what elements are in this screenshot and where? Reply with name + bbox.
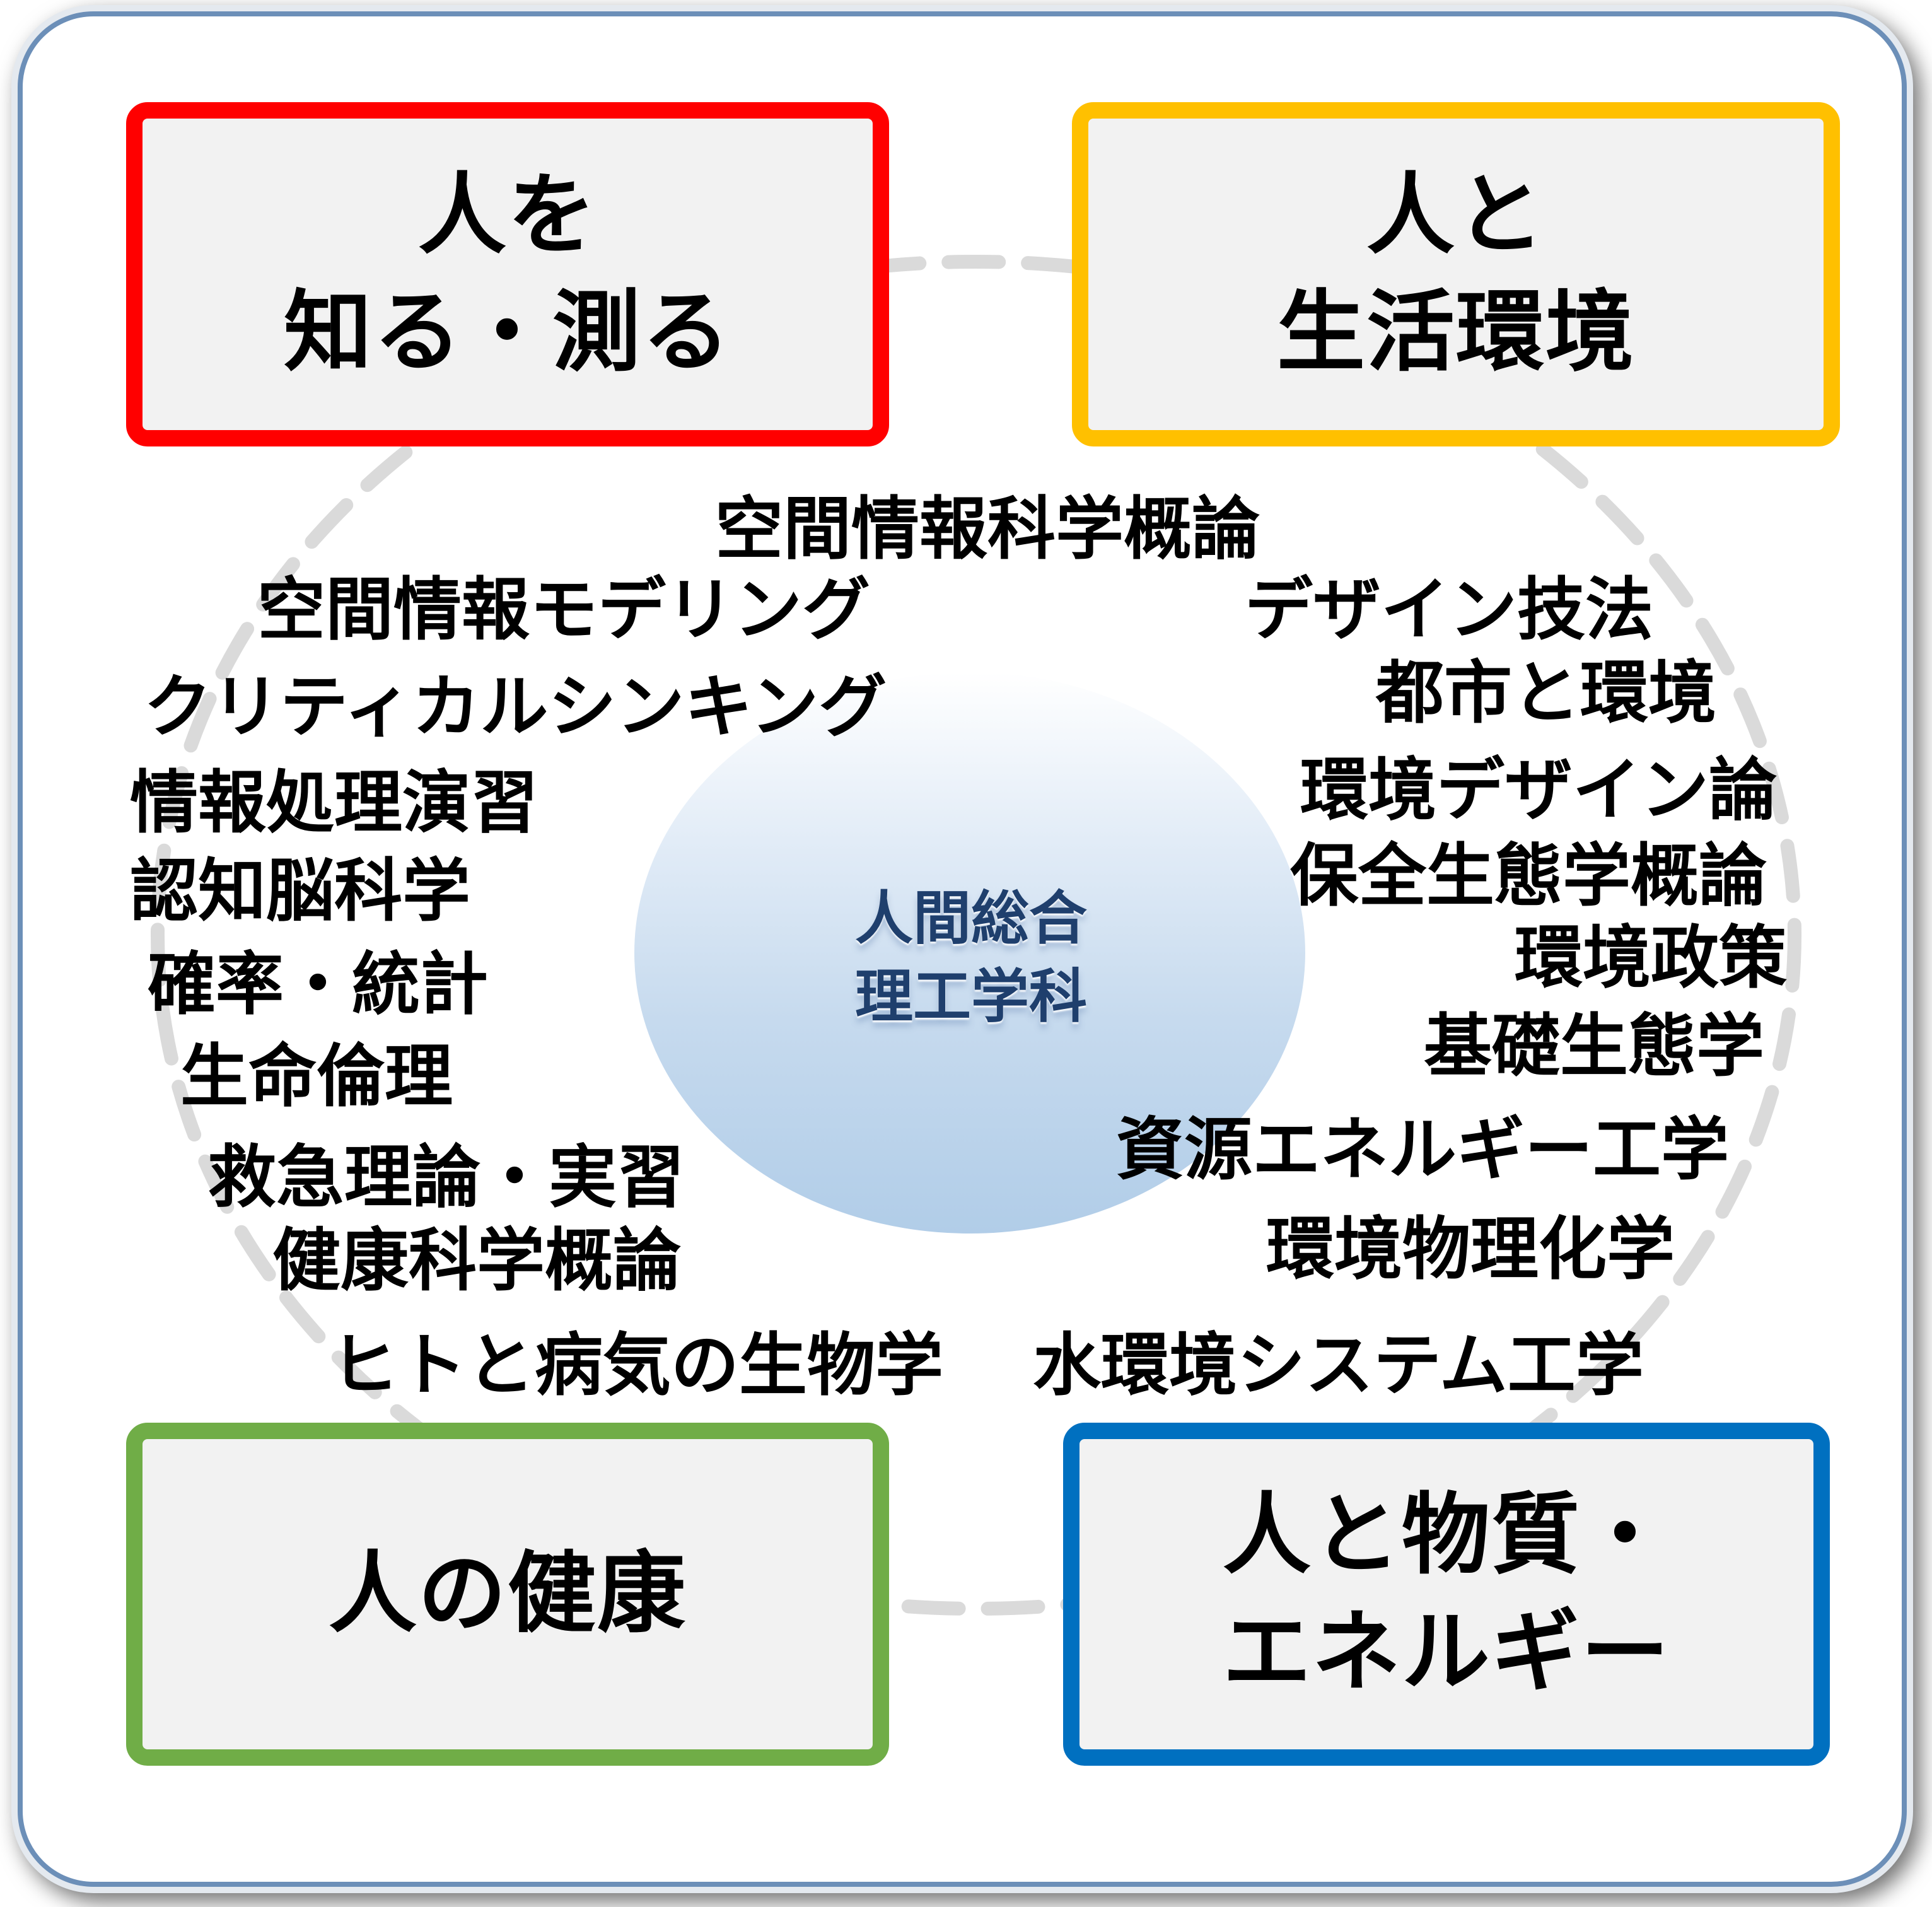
center-circle <box>634 672 1305 1233</box>
course-label: 空間情報科学概論 <box>715 490 1260 569</box>
course-label: デザイン技法 <box>1245 571 1654 650</box>
category-box-health: 人の健康 <box>126 1423 889 1766</box>
category-label-line1: 人と物質・ <box>1222 1484 1670 1587</box>
course-label: 水環境システム工学 <box>1033 1326 1644 1405</box>
category-box-know-measure: 人を 知る・測る <box>126 102 889 446</box>
category-label-line2: 生活環境 <box>1276 281 1635 384</box>
category-label-line1: 人と <box>1366 164 1545 267</box>
course-label: 情報処理演習 <box>130 764 539 843</box>
center-label-line1: 人間総合 <box>854 885 1087 952</box>
course-label: 基礎生態学 <box>1424 1007 1765 1086</box>
course-label: 認知脳科学 <box>130 852 471 931</box>
course-label: 空間情報モデリング <box>257 571 871 650</box>
course-label: 確率・統計 <box>148 945 489 1024</box>
course-label: 救急理論・実習 <box>208 1138 685 1217</box>
course-label: 健康科学概論 <box>272 1222 682 1300</box>
category-label-line2: 知る・測る <box>283 281 731 384</box>
course-label: 環境物理化学 <box>1266 1210 1675 1289</box>
category-box-material-energy: 人と物質・ エネルギー <box>1063 1423 1830 1766</box>
course-label: 生命倫理 <box>180 1037 453 1116</box>
course-label: ヒトと病気の生物学 <box>330 1326 944 1405</box>
category-label-line1: 人を <box>417 164 597 267</box>
category-box-living-environment: 人と 生活環境 <box>1072 102 1840 446</box>
course-label: 保全生態学概論 <box>1290 837 1767 916</box>
course-label: クリティカルシンキング <box>144 668 887 747</box>
course-label: 環境政策 <box>1515 919 1788 998</box>
category-label-line1: 人の健康 <box>328 1543 687 1645</box>
center-label-line2: 理工学科 <box>854 963 1087 1030</box>
course-label: 都市と環境 <box>1376 654 1717 733</box>
category-label-line2: エネルギー <box>1222 1601 1670 1704</box>
course-label: 資源エネルギー工学 <box>1116 1111 1730 1189</box>
course-label: 環境デザイン論 <box>1300 751 1778 830</box>
